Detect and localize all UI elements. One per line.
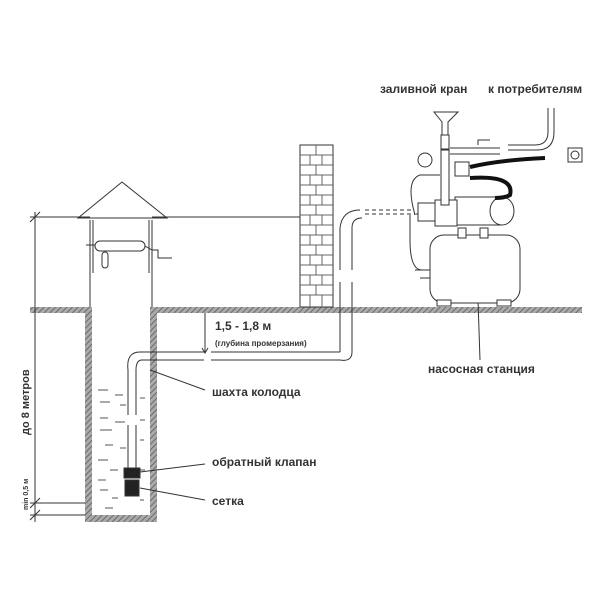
ground-right — [157, 307, 582, 313]
water — [98, 389, 145, 509]
brick-pattern — [300, 145, 333, 307]
label-strainer: сетка — [212, 494, 244, 508]
ground-left — [30, 307, 85, 313]
well-wall-right — [150, 307, 157, 522]
label-min-depth: min 0,5 м — [23, 479, 30, 510]
well-wall-left — [85, 307, 92, 522]
well-bottom — [85, 515, 157, 522]
label-fill-valve: заливной кран — [380, 82, 467, 96]
label-pump-station: насосная станция — [428, 362, 535, 376]
pump-station — [409, 108, 555, 307]
label-depth-range: 1,5 - 1,8 м — [215, 319, 271, 333]
label-well-shaft: шахта колодца — [212, 385, 301, 399]
suction-pipe — [127, 370, 137, 468]
power-socket-icon — [567, 147, 583, 163]
strainer — [124, 479, 140, 497]
winch — [94, 240, 146, 252]
label-up-to-8m: до 8 метров — [20, 369, 32, 435]
check-valve — [123, 467, 141, 479]
label-check-valve: обратный клапан — [212, 455, 316, 469]
well-roof — [76, 181, 169, 219]
label-to-consumers: к потребителям — [488, 82, 582, 96]
label-freezing-depth: (глубина промерзания) — [215, 339, 307, 348]
